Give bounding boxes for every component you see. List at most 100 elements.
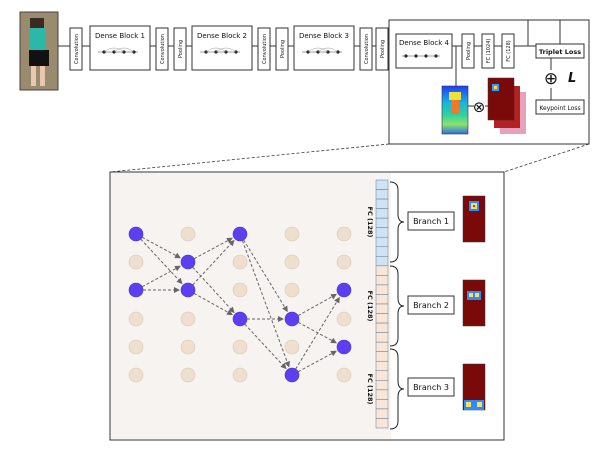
fc-cell [375,217,389,228]
brace-1 [389,181,405,263]
active-node [336,282,352,298]
branch-2-box: Branch 2 [407,295,455,315]
fc-cell [375,332,389,343]
inactive-node [180,339,196,355]
edge-arrow [297,293,338,317]
inactive-node [232,282,248,298]
inactive-node [180,311,196,327]
inactive-node [284,226,300,242]
inactive-node [232,367,248,383]
edge-arrow [295,296,340,370]
fc-cell [375,360,389,372]
inactive-node [284,254,300,270]
active-node [336,339,352,355]
inactive-node [128,254,144,270]
fc-cell [375,284,389,295]
inactive-node [336,311,352,327]
fc-cell [375,275,389,286]
keypoint-loss-box: Keypoint Loss [535,99,585,115]
inactive-node [336,226,352,242]
inactive-node [180,226,196,242]
edge-arrow [193,292,234,316]
brace-3 [389,348,405,430]
fc-label-2: FC (128) [366,291,374,322]
svg-text:Branch 1: Branch 1 [413,217,449,226]
active-node [180,282,196,298]
edge-arrow [192,239,235,286]
conv-box-1: Convolution [69,27,83,71]
inactive-node [232,339,248,355]
svg-text:Dense Block 4: Dense Block 4 [399,39,449,47]
otimes-symbol: ⊗ [473,98,486,116]
fc-cell [375,399,389,410]
active-node [180,254,196,270]
active-node [284,311,300,327]
fc-label-3: FC (128) [366,374,374,405]
edge-arrow [192,266,235,314]
fc-cell [375,418,389,429]
branch-3-heatmap [462,363,486,411]
fc-cell [375,208,389,219]
inactive-node [128,339,144,355]
inactive-node [284,282,300,298]
branch-2-heatmap [462,279,486,327]
fc-column [375,179,389,429]
svg-text:Keypoint Loss: Keypoint Loss [539,105,580,112]
svg-text:Convolution: Convolution [364,34,370,64]
conv-box-4: Convolution [359,27,373,71]
inactive-node [128,311,144,327]
fc-cell [375,408,389,419]
branch-3-box: Branch 3 [407,377,455,397]
loss-symbol: L [568,71,576,86]
fc-cell [375,189,389,200]
active-node [284,367,300,383]
dense-block-1: Dense Block 1 [89,25,151,71]
inactive-node [336,367,352,383]
dense-block-3: Dense Block 3 [293,25,355,71]
pool-box-3: Pooling [375,27,389,71]
svg-text:Pooling: Pooling [380,40,386,58]
inactive-node [128,367,144,383]
inactive-node [336,254,352,270]
svg-text:FC (1024): FC (1024) [486,39,492,64]
pool-box-2: Pooling [275,27,289,71]
svg-text:FC (128): FC (128) [506,40,512,61]
svg-text:Branch 2: Branch 2 [413,301,449,310]
svg-text:Triplet Loss: Triplet Loss [539,48,581,56]
node-grid [128,226,352,383]
fc-cell [375,380,389,391]
active-node [232,311,248,327]
svg-text:Pooling: Pooling [466,42,472,60]
edge-arrow [243,239,288,313]
fc-cell [375,246,389,257]
edge-arrow [241,240,290,368]
svg-text:Dense Block 3: Dense Block 3 [299,32,349,40]
svg-text:Convolution: Convolution [74,34,80,64]
edge-arrow [297,321,337,344]
fc-label-1: FC (128) [366,207,374,238]
fc-cell [375,265,389,276]
svg-text:Pooling: Pooling [178,40,184,58]
pool-box-1: Pooling [173,27,187,71]
inactive-node [180,367,196,383]
fc-cell [375,341,389,352]
keypoint-heatmap-stack [487,77,526,134]
fc-cell [375,313,389,324]
fc-cell [375,256,389,267]
triplet-loss-box: Triplet Loss [535,43,585,59]
dense-block-2: Dense Block 2 [191,25,253,71]
svg-text:Pooling: Pooling [280,40,286,58]
edge-arrow [297,350,337,373]
fc-cell [375,236,389,248]
fc-cell [375,370,389,381]
fc-cell [375,389,389,400]
dense-block-4: Dense Block 4 [395,33,453,69]
branch-1-heatmap [462,195,486,243]
conv-box-3: Convolution [257,27,271,71]
edge-arrow [244,323,287,370]
svg-text:Dense Block 1: Dense Block 1 [95,32,145,40]
oplus-symbol: ⊕ [544,69,558,89]
input-person-image [19,11,59,91]
fc-cell [375,198,389,209]
